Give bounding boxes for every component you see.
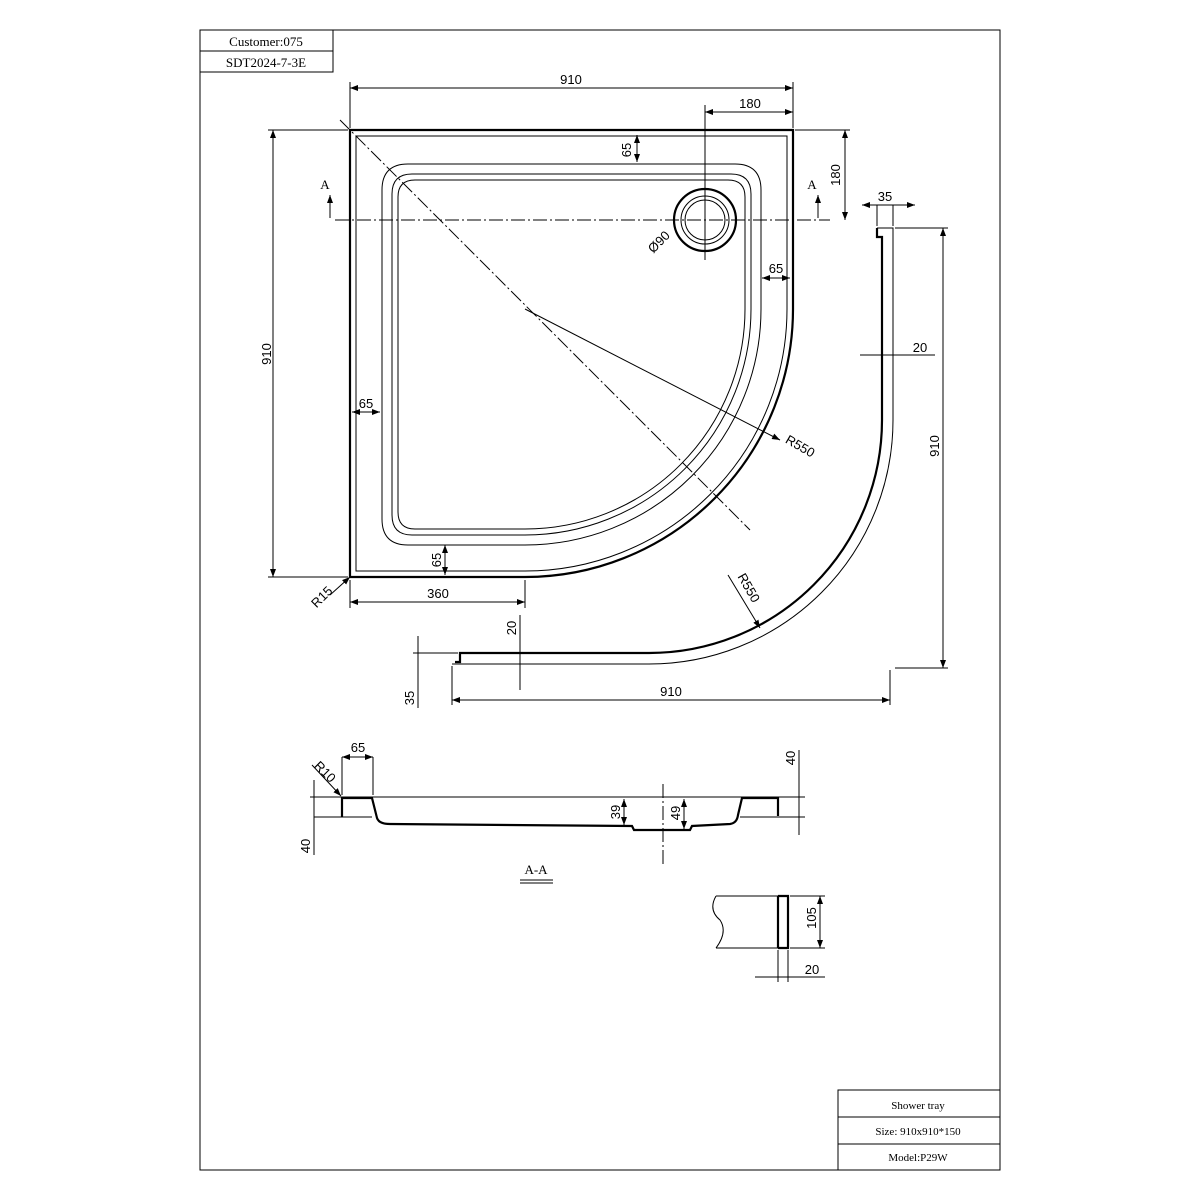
- title-block-top: Customer:075 SDT2024-7-3E: [199, 29, 334, 73]
- dim-height: 910: [259, 343, 274, 365]
- dim-drain-diameter: Ø90: [645, 228, 673, 256]
- dim-corner-radius: R15: [308, 583, 335, 610]
- dim-section-radius: R10: [311, 758, 338, 785]
- product-model: Model:P29W: [888, 1152, 948, 1164]
- dim-detail-thickness: 20: [805, 962, 819, 977]
- dim-drain-depth: 49: [668, 806, 683, 820]
- dim-drain-y: 180: [828, 164, 843, 186]
- section-mark-right: A: [807, 177, 817, 192]
- dim-detail-height: 105: [804, 907, 819, 929]
- product-name: Shower tray: [891, 1100, 945, 1112]
- title-block-bottom: Shower tray Size: 910x910*150 Model:P29W: [837, 1089, 1001, 1171]
- dim-width: 910: [560, 72, 582, 87]
- dim-rim-top: 65: [619, 143, 634, 157]
- elevation-view: 35 20 910 R550 20 35 910: [402, 189, 948, 708]
- dim-section-rim: 65: [351, 740, 365, 755]
- product-size: Size: 910x910*150: [875, 1126, 961, 1138]
- section-mark-left: A: [320, 177, 330, 192]
- drawing-frame: [199, 29, 1001, 1171]
- dim-left-height: 40: [298, 839, 313, 853]
- dim-depth: 39: [608, 805, 623, 819]
- dim-rim-right: 65: [769, 261, 783, 276]
- dim-bottom-wall: 20: [504, 621, 519, 635]
- dim-drain-x: 180: [739, 96, 761, 111]
- dim-elev-width: 910: [660, 684, 682, 699]
- drawing-code: SDT2024-7-3E: [226, 55, 306, 70]
- customer-label: Customer:075: [229, 34, 303, 49]
- detail-view: 105 20: [712, 894, 825, 982]
- dim-wall: 20: [913, 340, 927, 355]
- section-view: 65 R10 40 40 39 49 A-A: [298, 740, 805, 884]
- dim-rim-bottom: 65: [429, 553, 444, 567]
- dim-lip: 35: [878, 189, 892, 204]
- plan-view: 910 180 910 180 65 65 65 65 Ø90 R550 R15…: [259, 72, 850, 611]
- dim-radius: R550: [783, 432, 817, 461]
- section-label: A-A: [524, 862, 548, 877]
- dim-straight: 360: [427, 586, 449, 601]
- dim-elev-height: 910: [927, 435, 942, 457]
- dim-right-height: 40: [783, 751, 798, 765]
- dim-bottom-lip: 35: [402, 691, 417, 705]
- dim-rim-left: 65: [359, 396, 373, 411]
- dim-elev-radius: R550: [735, 571, 764, 605]
